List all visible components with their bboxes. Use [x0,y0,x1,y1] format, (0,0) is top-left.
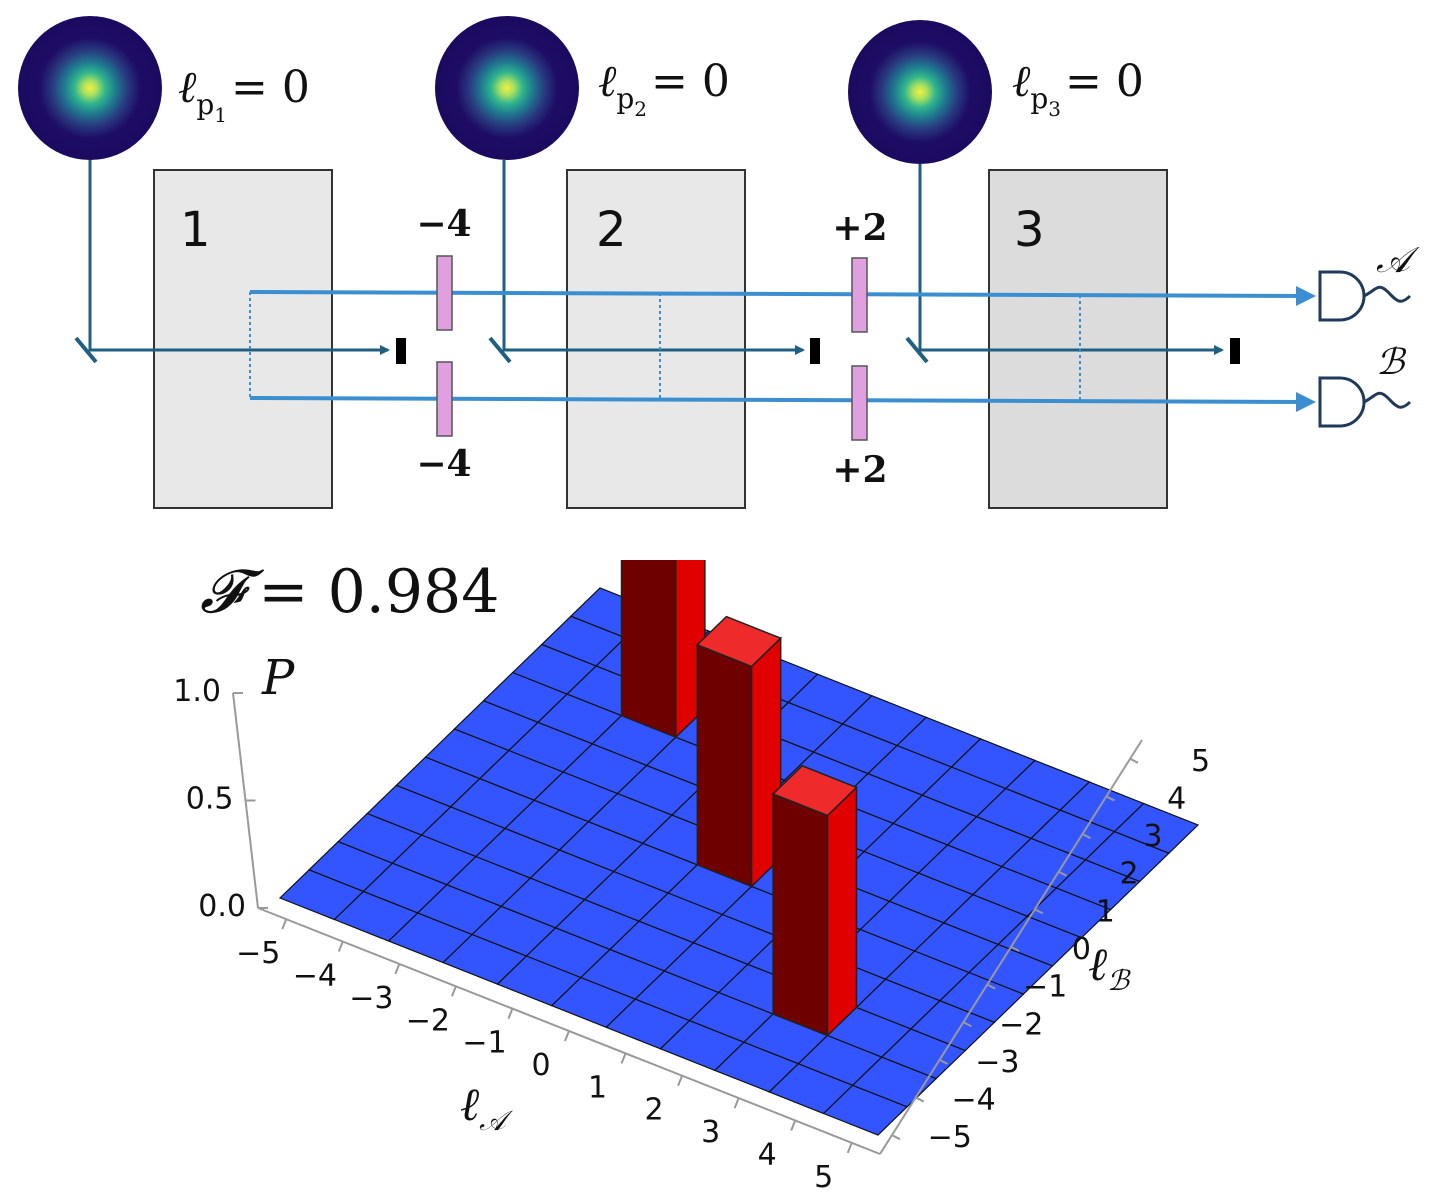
y-tick [939,1059,948,1065]
detector-label-B: ℬ [1376,342,1407,383]
y-tick [986,983,996,990]
x-tick-label: 4 [758,1137,777,1172]
x-tick-label: −1 [462,1026,506,1061]
y-tick [1058,870,1068,877]
x-tick [677,1075,684,1087]
x-tick-label: 3 [701,1115,720,1150]
x-tick [564,1030,570,1042]
bar-face-top [695,615,783,668]
y-tick [891,1134,901,1141]
bar-face-right [826,785,858,1038]
x-tick [620,1052,627,1064]
pump-paths [88,160,1224,355]
x-tick [394,963,401,975]
crystal-1 [153,169,333,509]
bar-face-front [772,792,829,1037]
y-tick-label: 0 [1072,932,1091,967]
y-tick-label: −5 [928,1120,972,1155]
detector-A [1318,270,1412,322]
detector-label-A: 𝒜 [1376,240,1420,281]
bar [695,615,783,889]
y-tick [1010,946,1020,952]
x-tick-label: 0 [531,1048,550,1083]
x-tick [281,918,288,930]
photon-paths [249,290,1311,404]
y-tick-label: 4 [1167,781,1186,816]
hologram-bottom-2 [851,365,868,441]
hologram-bottom-1 [436,361,453,437]
hologram-label-top-2: +2 [832,207,887,249]
arrow-B [1296,392,1316,412]
arrow-A [1296,286,1316,306]
y-tick-label: 1 [1096,894,1115,929]
x-tick-label: −2 [406,1003,450,1038]
pump-label-3: ℓp3= 0 [1012,56,1144,121]
crystal-2 [566,169,746,509]
pump-label-1: ℓp1= 0 [178,62,310,127]
x-tick [450,985,457,997]
bar [620,560,706,739]
y-tick-label: −1 [1023,970,1067,1005]
mirrors [74,336,929,364]
pump-beam-3 [848,20,992,164]
x-tick [790,1120,797,1131]
crystal-label-1: 1 [180,202,211,258]
x-tick-label: 5 [814,1160,833,1195]
hologram-top-2 [851,257,868,333]
x-tick [507,1008,514,1020]
beam-dump-3 [1230,338,1240,364]
y-axis-label: ℓℬ [1088,937,1131,997]
y-tick-label: 2 [1120,857,1139,892]
x-tick-label: 2 [645,1093,664,1128]
setup-diagram: ℓp1= 0 ℓp2= 0 ℓp3= 0 1 2 3 −4 [18,16,1420,509]
beam-dump-2 [810,338,820,364]
crystal-3 [988,169,1168,509]
hologram-label-bottom-2: +2 [832,449,887,491]
y-tick [915,1096,925,1103]
x-tick [337,941,344,952]
chart-bars [620,560,858,1038]
y-tick-label: 3 [1143,819,1162,854]
floor-cell [1113,802,1200,854]
pump-beam-1 [18,16,162,160]
crystal-label-2: 2 [596,202,627,258]
pump-label-2: ℓp2= 0 [598,56,730,121]
y-tick-label: −4 [951,1083,995,1118]
bar [771,764,858,1038]
pump-beam-2 [435,16,579,160]
x-tick [846,1142,853,1154]
bar-face-front [620,560,677,739]
chart-axes [232,692,1143,1155]
x-tick-label: 1 [588,1070,607,1105]
x-tick-label: −3 [349,981,393,1016]
x-tick-label: −5 [236,936,280,971]
z-axis-label: P [261,650,295,706]
x-tick-label: −4 [293,959,337,994]
hologram-top-1 [436,255,453,331]
y-tick [962,1021,972,1028]
y-tick [1129,757,1139,764]
bar-face-top [771,764,858,817]
x-tick [733,1097,740,1109]
fidelity-label: 𝓕= 0.984 [200,560,499,627]
y-tick [1082,833,1091,839]
x-axis-label: ℓ𝒜 [460,1077,513,1137]
y-tick-label: −2 [999,1007,1043,1042]
y-tick [1105,795,1115,802]
y-tick [1034,908,1044,915]
bar-face-front [696,643,753,888]
crystal-label-3: 3 [1014,202,1045,258]
y-tick-label: 5 [1191,744,1210,779]
z-tick-label: 0.0 [198,889,246,924]
hologram-label-bottom-1: −4 [416,443,471,485]
beam-dump-1 [396,338,406,364]
z-tick-label: 1.0 [173,674,221,709]
z-tick-label: 0.5 [186,782,234,817]
detector-B [1318,376,1412,428]
y-tick-label: −3 [975,1045,1019,1080]
hologram-label-top-1: −4 [416,203,471,245]
